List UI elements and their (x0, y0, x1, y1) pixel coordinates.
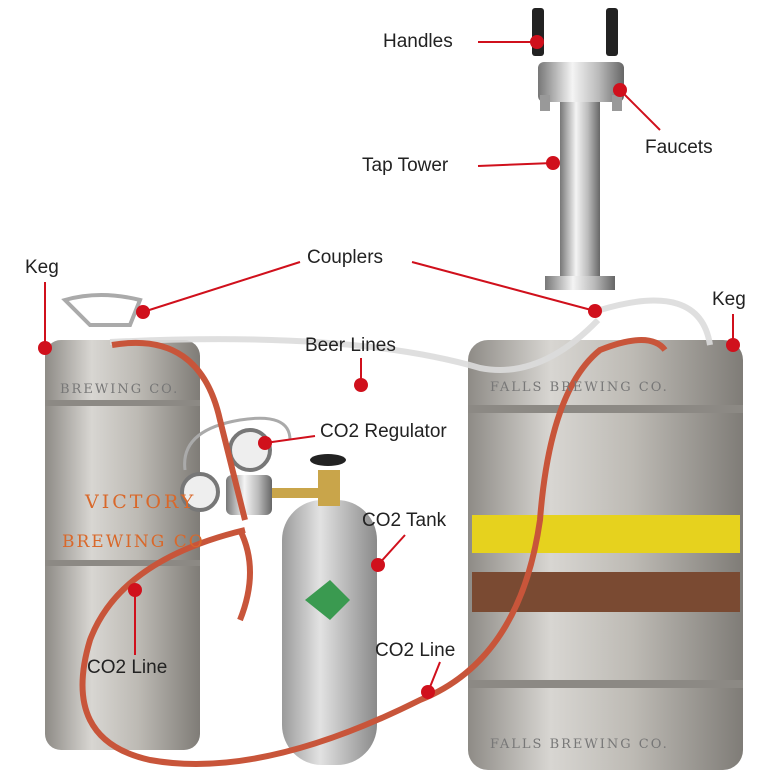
left-keg (45, 293, 200, 750)
leader-line-couplers (142, 261, 301, 313)
keg-brand: VICTORY (85, 491, 197, 513)
marker-dot (546, 156, 560, 170)
marker-dot (128, 583, 142, 597)
label-keg-right: Keg (712, 289, 746, 310)
marker-dot (530, 35, 544, 49)
keg-brand: BREWING CO (62, 532, 205, 552)
leader-line-faucets (619, 89, 661, 131)
marker-dot (258, 436, 272, 450)
marker-dot (136, 305, 150, 319)
label-co2-line-right: CO2 Line (375, 640, 456, 661)
label-co2-tank: CO2 Tank (362, 510, 447, 531)
marker-dot (38, 341, 52, 355)
leader-line-couplers (411, 261, 596, 312)
faucet-right (612, 95, 622, 111)
label-beer-lines: Beer Lines (305, 335, 396, 356)
marker-dot (354, 378, 368, 392)
beer-line (599, 297, 713, 346)
leader-line-tap-tower (477, 162, 554, 167)
label-keg-left: Keg (25, 257, 59, 278)
keg-marking: FALLS BREWING CO. (490, 737, 669, 752)
marker-dot (371, 558, 385, 572)
co2-tank (282, 454, 377, 765)
co2-line-right (79, 337, 668, 767)
label-co2-line-left: CO2 Line (87, 657, 168, 678)
label-couplers: Couplers (307, 247, 384, 268)
marker-dots (38, 35, 740, 699)
co2-regulator (180, 416, 322, 515)
co2-line (237, 528, 253, 622)
right-keg (468, 340, 743, 770)
marker-dot (613, 83, 627, 97)
tap-handle-right (606, 8, 618, 56)
keg-marking: FALLS BREWING CO. (490, 380, 669, 395)
beer-line (109, 317, 601, 373)
co2-line-left (111, 339, 248, 521)
keg-marking: BREWING CO. (60, 382, 180, 397)
label-handles: Handles (383, 31, 453, 52)
leader-line-co2-regulator (264, 435, 316, 444)
pressure-gauge (228, 428, 272, 472)
faucet-left (540, 95, 550, 111)
pressure-gauge (180, 472, 220, 512)
marker-dot (421, 685, 435, 699)
leader-lines (44, 41, 734, 693)
marker-dot (588, 304, 602, 318)
tap-tower (532, 8, 624, 290)
label-faucets: Faucets (645, 137, 713, 158)
label-co2-regulator: CO2 Regulator (320, 421, 447, 442)
hoses (79, 297, 713, 767)
label-tap-tower: Tap Tower (362, 155, 449, 176)
marker-dot (726, 338, 740, 352)
